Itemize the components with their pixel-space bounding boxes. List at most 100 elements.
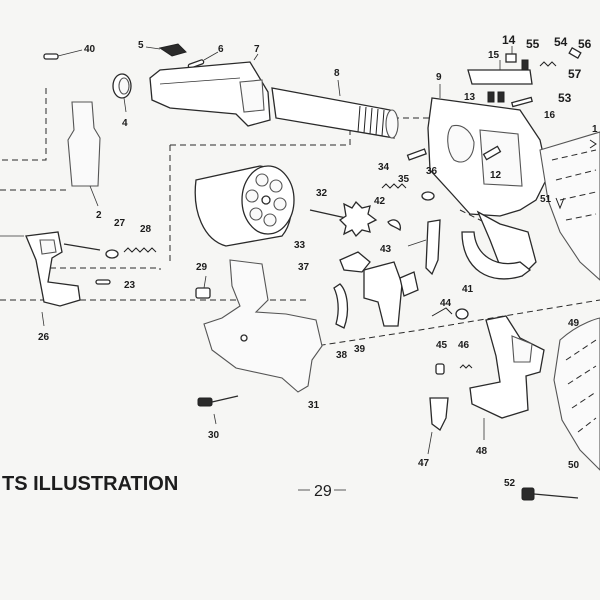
part-38-latch-lever: [333, 283, 349, 329]
part-35-spring: [381, 183, 407, 189]
part-39-hammer-block: [363, 261, 419, 327]
part-54-spring: [539, 61, 557, 67]
part-26-trigger-group: [0, 231, 81, 327]
part-23-pin: [95, 279, 111, 285]
callout-1: 1: [592, 124, 598, 135]
callout-39: 39: [354, 344, 366, 355]
callout-44: 44: [440, 298, 452, 309]
part-46-spring: [459, 364, 473, 369]
callout-35: 35: [398, 174, 410, 185]
callout-15: 15: [488, 50, 500, 61]
part-32-cylinder: [194, 165, 295, 247]
part-43-hand: [407, 219, 441, 276]
part-27-plunger: [63, 243, 119, 259]
trigger-guard: [461, 231, 532, 280]
part-40-pin: [43, 49, 83, 60]
callout-14: 14: [502, 33, 516, 47]
part-37-crane: [339, 251, 371, 273]
part-2-plate: [67, 101, 101, 207]
assembly-guide-line: [40, 267, 161, 270]
page-caption: TS ILLUSTRATION: [2, 473, 178, 495]
page-number: 29: [298, 483, 346, 500]
callout-4: 4: [122, 118, 128, 129]
callout-6: 6: [218, 44, 224, 55]
part-14-screw: [505, 46, 517, 63]
part-47-trigger: [427, 397, 449, 455]
callout-47: 47: [418, 458, 430, 469]
part-6-pin: [187, 51, 219, 69]
callout-40: 40: [84, 44, 96, 55]
callout-27: 27: [114, 218, 126, 229]
callout-36: 36: [426, 166, 438, 177]
part-9-frame: [427, 84, 549, 277]
part-1-pin: [589, 139, 597, 149]
part-55-screw: [521, 59, 529, 71]
part-42-spring-clip: [387, 219, 402, 232]
part-34-pin: [406, 148, 427, 161]
assembly-guide-line: [170, 117, 430, 146]
callout-26: 26: [38, 332, 50, 343]
part-29-screw: [195, 275, 211, 299]
callout-52: 52: [504, 478, 516, 489]
part-33-ejector-rod: [309, 200, 378, 238]
callout-37: 37: [298, 262, 310, 273]
part-41-spring: [455, 308, 469, 320]
assembly-guide-line: [289, 299, 600, 351]
callout-56: 56: [578, 37, 592, 51]
callout-53: 53: [558, 91, 572, 105]
callout-2: 2: [96, 210, 102, 221]
part-8-barrel: [271, 79, 399, 139]
callout-12: 12: [490, 170, 502, 181]
callout-29: 29: [196, 262, 208, 273]
callout-33: 33: [294, 240, 306, 251]
callout-28: 28: [140, 224, 152, 235]
callout-45: 45: [436, 340, 448, 351]
callout-48: 48: [476, 446, 488, 457]
part-4-bushing: [112, 73, 132, 113]
assembly-guide-line: [0, 88, 47, 161]
page-number-text: 29: [314, 483, 332, 500]
part-31-side-plate: [203, 259, 323, 393]
callout-50: 50: [568, 460, 580, 471]
part-56-plunger: [568, 47, 582, 59]
callout-32: 32: [316, 188, 328, 199]
part-13-springs: [487, 91, 505, 103]
part-49-grip-panel: [539, 131, 600, 281]
callout-7: 7: [254, 44, 260, 55]
callout-13: 13: [464, 92, 476, 103]
callout-30: 30: [208, 430, 220, 441]
callout-55: 55: [526, 37, 540, 51]
callout-38: 38: [336, 350, 348, 361]
callout-57: 57: [568, 67, 582, 81]
part-7-barrel-shroud: [149, 53, 271, 127]
callout-41: 41: [462, 284, 474, 295]
callout-16: 16: [544, 110, 556, 121]
part-5-front-sight: [145, 43, 187, 57]
callout-9: 9: [436, 72, 442, 83]
part-44-pin: [431, 307, 453, 317]
callout-54: 54: [554, 35, 568, 49]
callout-51: 51: [540, 194, 552, 205]
callout-49: 49: [568, 318, 580, 329]
callout-23: 23: [124, 280, 136, 291]
part-30-screw: [197, 395, 239, 425]
callout-5: 5: [138, 40, 144, 51]
callout-46: 46: [458, 340, 470, 351]
part-28-spring: [123, 247, 157, 253]
callout-43: 43: [380, 244, 392, 255]
part-53-pin: [511, 96, 533, 108]
callout-8: 8: [334, 68, 340, 79]
part-51-screw: [555, 197, 565, 210]
part-48-hammer: [469, 315, 545, 440]
part-15-rear-sight-blade: [467, 60, 533, 85]
part-12-latch: [482, 145, 502, 161]
callout-42: 42: [374, 196, 386, 207]
callout-31: 31: [308, 400, 320, 411]
part-45-pin: [435, 363, 445, 375]
callout-labels: 40 5 6 7 8 4 9 2 14 15 55 54 56 57 53 13…: [38, 33, 598, 489]
part-36-plunger: [421, 191, 435, 201]
callout-34: 34: [378, 162, 390, 173]
part-52-strut: [521, 487, 579, 501]
